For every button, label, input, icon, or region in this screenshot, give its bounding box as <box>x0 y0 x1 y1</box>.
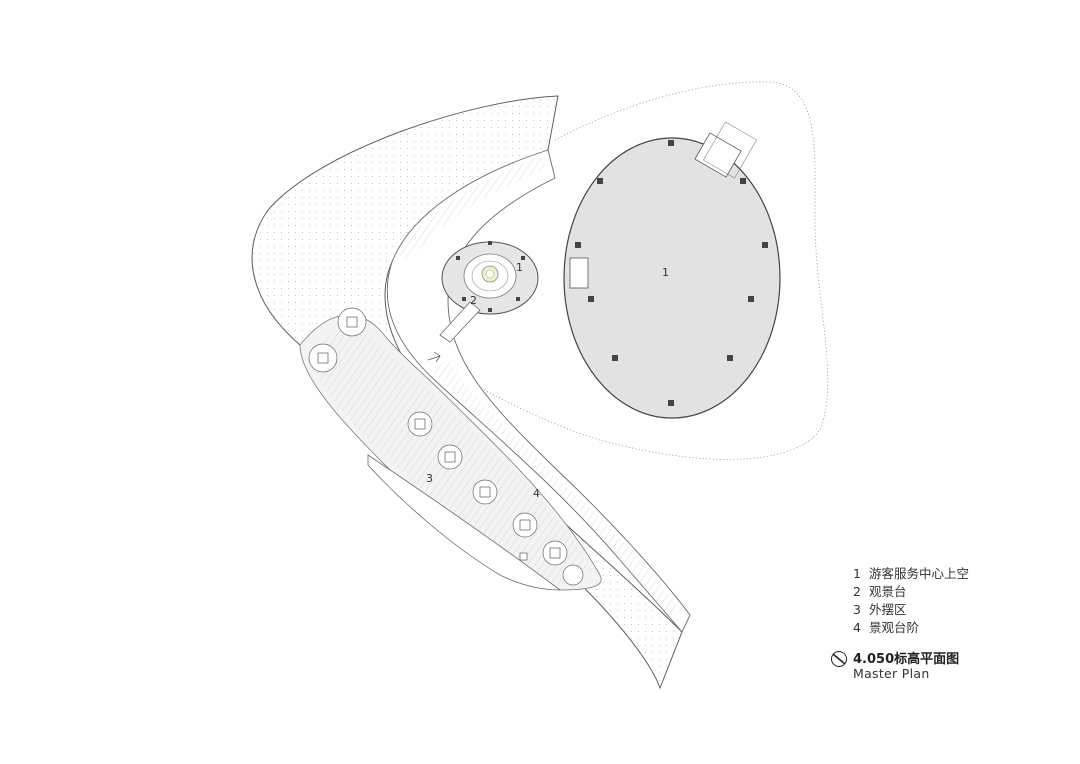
legend-item: 3 外摆区 <box>853 602 907 617</box>
entrance-structure <box>694 121 757 179</box>
walkway-arrow-icon <box>427 351 441 363</box>
label-deck-steps: 4 <box>533 487 540 500</box>
deck-steps-area <box>430 360 680 620</box>
visitor-center-void <box>563 137 781 419</box>
legend-label: 外摆区 <box>868 602 907 617</box>
label-visitor-center-void-small: 1 <box>516 261 523 274</box>
label-outdoor-stalls: 3 <box>426 472 433 485</box>
north-arrow-icon <box>831 651 847 667</box>
plan-title: 4.050标高平面图 <box>853 652 960 667</box>
legend-label: 游客服务中心上空 <box>868 566 969 581</box>
legend-item: 1 游客服务中心上空 <box>853 566 969 581</box>
upper-steps-area <box>398 155 548 262</box>
legend-item: 4 景观台阶 <box>853 620 919 635</box>
tower-columns <box>456 241 525 312</box>
label-observation-deck: 2 <box>470 294 477 307</box>
observation-tower <box>441 241 539 315</box>
tower-bridge <box>439 301 481 343</box>
long-planter <box>367 454 562 591</box>
legend-label: 观景台 <box>868 584 907 599</box>
legend: 1 游客服务中心上空 2 观景台 3 外摆区 4 景观台阶 <box>853 565 1073 637</box>
plan-subtitle: Master Plan <box>853 666 930 681</box>
plaza-boundary <box>429 81 829 460</box>
label-visitor-center-void: 1 <box>662 266 669 279</box>
void-columns <box>575 140 768 406</box>
legend-label: 景观台阶 <box>868 620 919 635</box>
legend-item: 2 观景台 <box>853 584 907 599</box>
